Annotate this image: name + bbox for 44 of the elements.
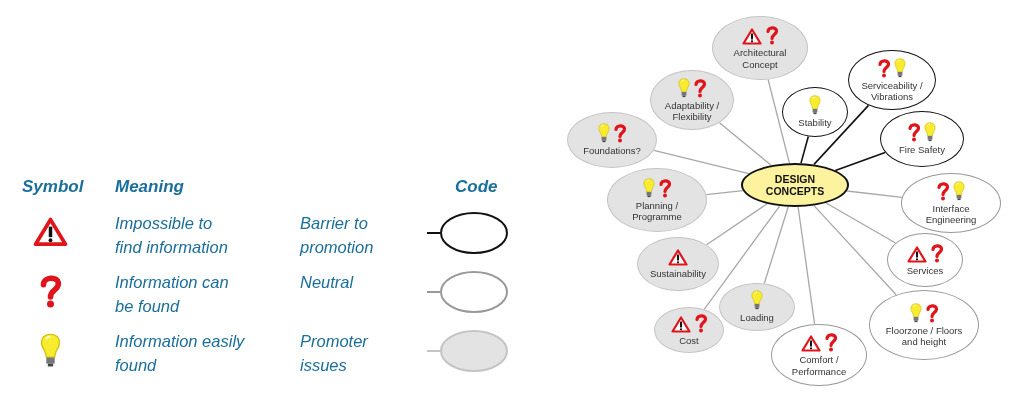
key-text: Impossible to find information [115,213,229,258]
concept-label: Fire Safety [899,144,945,156]
key-text: Neutral [300,272,355,293]
concept-ellipse [567,112,657,168]
concept-label: Floorzone / Floors and height [884,324,964,348]
connector-line [834,151,886,172]
connector-line [800,135,810,164]
concept-label: Sustainability [650,267,706,280]
key-text: Barrier to promotion [300,213,375,258]
connector-line [797,206,816,325]
concept-label: Services [906,264,944,277]
concept-label: Loading [740,312,774,324]
column-header: Code [455,176,499,198]
concept-ellipse [654,307,724,353]
concept-label: Foundations? [583,145,641,157]
connector-line [813,104,870,166]
connector-line [653,149,750,175]
concept-label: Architectural Concept [732,47,788,70]
key-text: Information easily found [115,331,246,376]
column-header: Symbol [22,176,85,198]
concept-label: Interface Engineering [924,202,978,226]
key-text: Promoter issues [300,331,370,376]
concept-ellipse [650,70,734,130]
concept-label: Cost [679,334,699,347]
connector-line [813,204,897,296]
connector-line [763,206,789,285]
concept-label: Stability [798,117,832,129]
concept-label: Serviceability / Vibrations [860,79,924,103]
connector-line [718,122,772,166]
central-concept-ellipse [741,163,849,207]
concept-label: DESIGN CONCEPTS [764,172,826,198]
concept-label: Comfort / Performance [790,354,848,377]
key-text: Information can be found [115,272,230,317]
concept-ellipse [719,283,795,331]
connector-line [767,78,791,164]
concept-ellipse [848,50,936,110]
connector-line [703,205,781,310]
concept-ellipse [880,111,964,167]
concept-ellipse [637,237,719,291]
concept-label: Planning / Programme [631,199,683,223]
concept-ellipse [887,233,963,287]
column-header: Meaning [115,176,185,198]
concept-ellipse [782,87,848,137]
concept-label: Adaptability / Flexibility [663,99,721,123]
